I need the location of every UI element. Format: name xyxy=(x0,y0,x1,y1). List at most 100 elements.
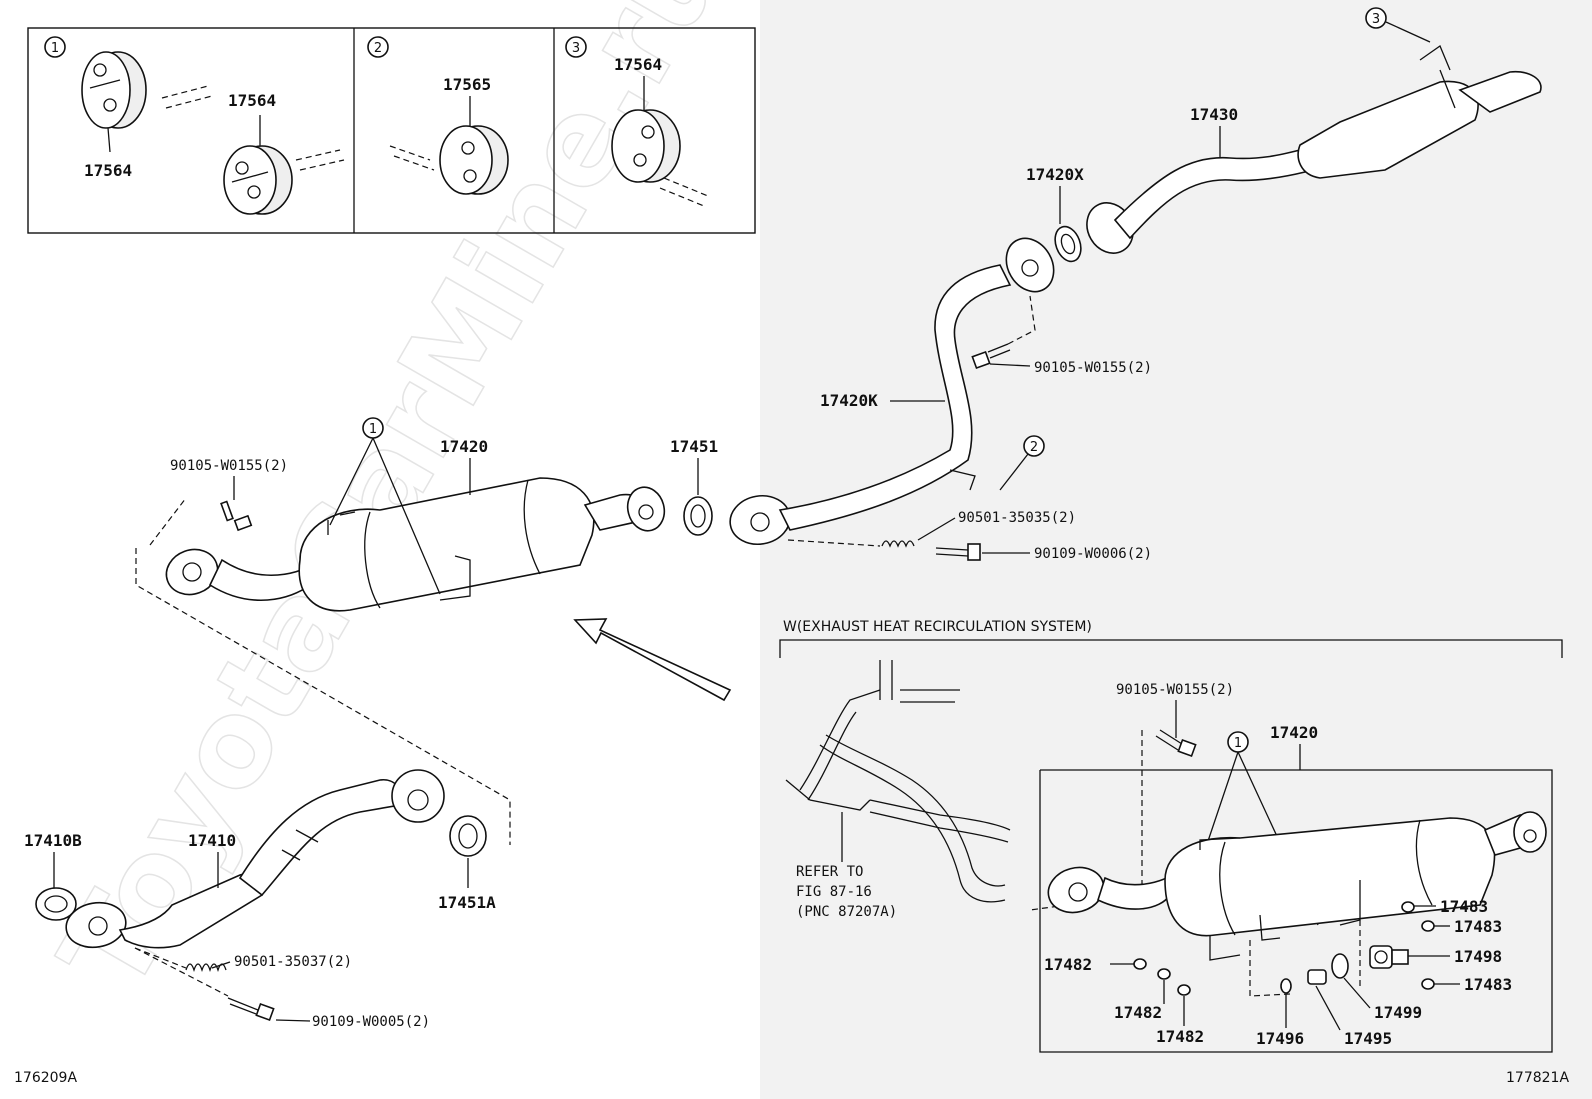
label-17483-c: 17483 xyxy=(1464,975,1512,994)
refer-line-2: FIG 87-16 xyxy=(796,884,872,900)
callout-marker-hanger-left: 1 xyxy=(362,417,384,439)
dashed-link-lower-pipe xyxy=(135,548,511,845)
hanger-17564-lower-icon xyxy=(223,145,293,215)
nut-17483-b-icon xyxy=(1421,920,1435,932)
svg-text:2: 2 xyxy=(374,41,382,56)
leader-callout-3 xyxy=(1385,21,1431,43)
label-90105-sub: 90105-W0155(2) xyxy=(1116,682,1234,698)
label-17482-b: 17482 xyxy=(1114,1003,1162,1022)
label-17482-c: 17482 xyxy=(1156,1027,1204,1046)
sensor-17495-icon xyxy=(1307,969,1327,985)
dashed-link-bolt-left xyxy=(149,497,187,546)
subsection-inner-frame xyxy=(1039,744,1553,1053)
heater-hoses-icon xyxy=(785,660,1011,903)
gasket-17410B-icon xyxy=(35,887,77,921)
inset-frame xyxy=(27,27,756,234)
hanger-rod-2 xyxy=(389,145,435,171)
callout-marker-hanger-muffler: 3 xyxy=(1365,7,1387,29)
label-17483-b: 17483 xyxy=(1454,917,1502,936)
label-17420K: 17420K xyxy=(820,391,878,410)
gasket-17499-icon xyxy=(1331,953,1349,979)
direction-arrow-icon xyxy=(573,618,732,702)
bolt-90105-right-icon xyxy=(971,343,1011,370)
hanger-17564-upper-icon xyxy=(81,51,147,129)
catalytic-converter-17420 xyxy=(165,477,666,612)
leader-17499 xyxy=(1343,977,1371,1009)
bolt-90105-sub-icon xyxy=(1155,729,1197,758)
label-90105-right: 90105-W0155(2) xyxy=(1034,360,1152,376)
gasket-17451-icon xyxy=(683,496,713,536)
dashed-link-spring-lower xyxy=(134,947,187,969)
clip-17496-icon xyxy=(1280,978,1292,994)
callout-marker-hanger-sub: 1 xyxy=(1227,731,1249,753)
label-17496: 17496 xyxy=(1256,1029,1304,1048)
bolt-90109-w0005-icon xyxy=(227,997,275,1022)
bolt-17482-b-icon xyxy=(1157,968,1171,980)
hanger-rod-3 xyxy=(659,177,709,207)
leader-17564-lower xyxy=(107,127,111,153)
label-17420-sub: 17420 xyxy=(1270,723,1318,742)
inset-hanger-box: 1 2 3 17564 17564 xyxy=(27,27,756,234)
leader-90501-35035 xyxy=(917,517,956,541)
bolt-17482-c-icon xyxy=(1177,984,1191,996)
subsection-title: W(EXHAUST HEAT RECIRCULATION SYSTEM) xyxy=(783,619,1092,635)
label-17564-right: 17564 xyxy=(614,55,662,74)
subsection-exhaust-heat-recirculation: W(EXHAUST HEAT RECIRCULATION SYSTEM) REF… xyxy=(779,619,1563,1053)
gasket-17451A-icon xyxy=(449,815,487,857)
label-17451: 17451 xyxy=(670,437,718,456)
label-90501-35035: 90501-35035(2) xyxy=(958,510,1076,526)
inset-callout-1: 1 xyxy=(44,36,66,58)
gasket-17420X-icon xyxy=(1054,225,1082,263)
label-17495: 17495 xyxy=(1344,1029,1392,1048)
nut-17483-a-icon xyxy=(1401,901,1415,913)
label-17451A: 17451A xyxy=(438,893,496,912)
leader-callout-2 xyxy=(999,453,1029,491)
leader-90109-W0005 xyxy=(275,1019,311,1022)
dashed-link-bolt-right xyxy=(1007,295,1036,345)
svg-text:3: 3 xyxy=(572,41,580,56)
hanger-17565-icon xyxy=(439,125,509,195)
label-17410: 17410 xyxy=(188,831,236,850)
label-90109-W0006: 90109-W0006(2) xyxy=(1034,546,1152,562)
muffler-17430 xyxy=(1086,45,1542,254)
valve-17498-icon xyxy=(1369,945,1409,969)
spring-90501-35035-icon xyxy=(881,540,915,548)
spring-90501-35037-icon xyxy=(185,963,227,973)
svg-text:1: 1 xyxy=(51,41,59,56)
leader-90501-35037 xyxy=(211,961,231,969)
dashed-link-bolt-lower xyxy=(134,947,229,997)
dashed-link-sub-parts xyxy=(1249,920,1361,997)
hanger-rod-1b xyxy=(295,149,345,171)
label-17565: 17565 xyxy=(443,75,491,94)
bolt-90105-left-icon xyxy=(220,500,253,532)
bolt-17482-a-icon xyxy=(1133,958,1147,970)
svg-text:1: 1 xyxy=(1234,736,1242,751)
inset-callout-2: 2 xyxy=(367,36,389,58)
center-pipe-17420K xyxy=(729,237,1055,546)
hanger-rod-1a xyxy=(161,85,213,109)
leader-17495 xyxy=(1315,985,1341,1031)
subsection-bracket xyxy=(779,639,1563,658)
front-pipe-17410 xyxy=(65,769,445,949)
label-17564-lower: 17564 xyxy=(84,161,132,180)
nut-17483-c-icon xyxy=(1421,978,1435,990)
inset-callout-3: 3 xyxy=(565,36,587,58)
refer-line-1: REFER TO xyxy=(796,864,863,880)
label-17420-main: 17420 xyxy=(440,437,488,456)
hanger-17564-right-icon xyxy=(611,109,681,183)
bolt-90109-w0006-icon xyxy=(935,543,981,561)
label-17482-a: 17482 xyxy=(1044,955,1092,974)
label-17410B: 17410B xyxy=(24,831,82,850)
svg-text:1: 1 xyxy=(369,422,377,437)
leader-callout-1 xyxy=(329,437,441,595)
figure-id-right: 177821A xyxy=(1506,1070,1569,1086)
callout-marker-hanger-pipe: 2 xyxy=(1023,435,1045,457)
label-17483-a: 17483 xyxy=(1440,897,1488,916)
dashed-link-spring-right xyxy=(787,539,881,547)
figure-id-left: 176209A xyxy=(14,1070,77,1086)
svg-text:2: 2 xyxy=(1030,440,1038,455)
label-17499: 17499 xyxy=(1374,1003,1422,1022)
refer-line-3: (PNC 87207A) xyxy=(796,904,897,920)
